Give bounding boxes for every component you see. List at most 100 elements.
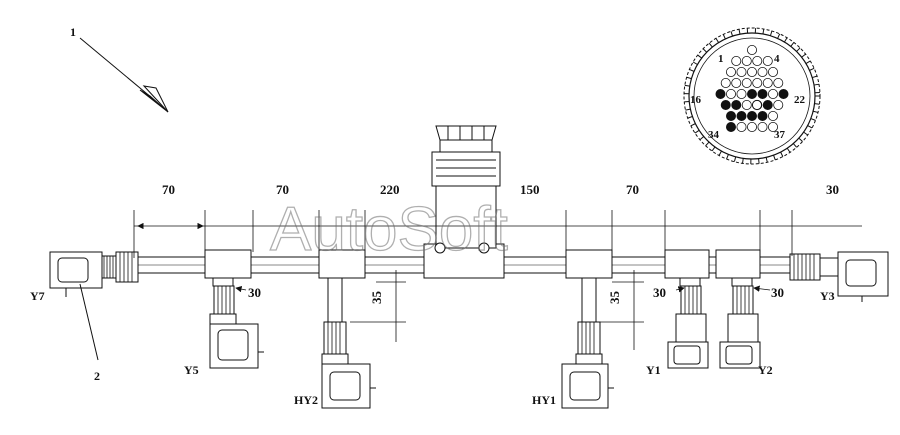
label-y3: Y3 bbox=[820, 289, 835, 303]
connector-pin bbox=[726, 89, 737, 100]
knurl-tick bbox=[765, 157, 768, 163]
connector-pin bbox=[768, 111, 779, 122]
connector-pin bbox=[768, 122, 779, 133]
connector-pin bbox=[757, 89, 768, 100]
label-y1: Y1 bbox=[646, 363, 661, 377]
dim-70-c: 70 bbox=[626, 182, 639, 197]
connector-pin bbox=[752, 78, 763, 89]
dim-70-b: 70 bbox=[276, 182, 289, 197]
connector-pin bbox=[731, 78, 742, 89]
knurl-tick bbox=[690, 123, 696, 127]
vertical-dimension-labels: 35 35 bbox=[369, 291, 622, 305]
connector-pin bbox=[741, 100, 752, 111]
connector-pin bbox=[726, 122, 737, 133]
knurl-tick bbox=[801, 53, 806, 58]
knurl-tick bbox=[810, 118, 816, 121]
label-y2: Y2 bbox=[758, 363, 773, 377]
connector-pin bbox=[747, 67, 758, 78]
pin-label-37: 37 bbox=[774, 129, 786, 141]
label-hy1: HY1 bbox=[532, 393, 556, 407]
connector-pin bbox=[726, 111, 737, 122]
pin-label-34: 34 bbox=[708, 129, 720, 141]
valve-hy1: HY1 bbox=[532, 277, 614, 409]
knurl-tick bbox=[777, 33, 781, 39]
knurl-tick bbox=[738, 29, 741, 35]
connector-pin bbox=[757, 111, 768, 122]
connector-pin bbox=[736, 89, 747, 100]
knurl-tick bbox=[689, 68, 695, 72]
knurl-tick bbox=[718, 150, 722, 156]
connector-pins bbox=[684, 28, 820, 164]
knurl-tick bbox=[798, 137, 803, 142]
knurl-tick bbox=[814, 103, 820, 105]
knurl-tick bbox=[786, 147, 791, 153]
valve-y2: Y2 bbox=[719, 277, 773, 377]
pin-label-4: 4 bbox=[774, 53, 780, 65]
dim-30-y2: 30 bbox=[771, 285, 784, 300]
knurl-tick bbox=[762, 28, 765, 35]
knurl-tick bbox=[702, 48, 708, 53]
connector-pin bbox=[741, 78, 752, 89]
knurl-tick bbox=[796, 47, 801, 52]
knurl-tick bbox=[715, 38, 720, 43]
label-y5: Y5 bbox=[184, 363, 199, 377]
connector-pin bbox=[720, 78, 731, 89]
knurl-tick bbox=[699, 136, 705, 141]
connector-pin bbox=[747, 122, 758, 133]
callout-2-label: 2 bbox=[94, 369, 100, 383]
connector-pin bbox=[736, 111, 747, 122]
pin-label-16: 16 bbox=[690, 94, 702, 106]
knurl-tick bbox=[780, 151, 784, 157]
pin-label-22: 22 bbox=[794, 94, 806, 106]
knurl-tick bbox=[805, 60, 811, 64]
connector-pin bbox=[762, 56, 773, 67]
knurl-tick bbox=[711, 146, 716, 152]
dim-30-y1: 30 bbox=[653, 285, 666, 300]
dim-30-top: 30 bbox=[826, 182, 839, 197]
knurl-tick bbox=[685, 108, 691, 111]
valve-y3: Y3 bbox=[789, 251, 889, 303]
connector-pin bbox=[773, 78, 784, 89]
knurl-tick bbox=[730, 31, 734, 37]
connector-pin bbox=[757, 122, 768, 133]
knurl-tick bbox=[769, 30, 773, 36]
knurl-tick bbox=[687, 116, 693, 119]
knurl-tick bbox=[809, 67, 815, 71]
dim-35-right: 35 bbox=[607, 291, 622, 305]
ground-pin bbox=[751, 99, 763, 111]
valve-hy2: HY2 bbox=[294, 277, 376, 409]
dim-30-y5: 30 bbox=[248, 285, 261, 300]
callout-1: 1 bbox=[70, 25, 169, 113]
knurl-tick bbox=[684, 84, 690, 87]
knurl-tick bbox=[697, 54, 702, 59]
callout-2: 2 bbox=[79, 283, 100, 383]
knurl-tick bbox=[705, 141, 710, 147]
dim-220: 220 bbox=[380, 182, 400, 197]
connector-pin bbox=[741, 56, 752, 67]
connector-face: 1 4 16 22 34 37 bbox=[683, 27, 821, 165]
connector-pin bbox=[731, 56, 742, 67]
knurl-tick bbox=[790, 42, 795, 47]
connector-pin bbox=[747, 45, 758, 56]
knurl-tick bbox=[692, 61, 698, 65]
small-dimensions bbox=[235, 285, 771, 293]
knurl-tick bbox=[812, 75, 818, 79]
callout-1-label: 1 bbox=[70, 25, 76, 39]
connector-pin bbox=[773, 100, 784, 111]
knurl-tick bbox=[813, 110, 819, 113]
watermark: AutoSoft bbox=[270, 195, 508, 264]
small-dimension-labels: 30 30 30 bbox=[248, 285, 784, 300]
connector-pin bbox=[752, 56, 763, 67]
connector-pin bbox=[720, 100, 731, 111]
knurl-tick bbox=[813, 83, 820, 86]
knurl-tick bbox=[742, 158, 744, 164]
label-hy2: HY2 bbox=[294, 393, 318, 407]
knurl-tick bbox=[803, 131, 808, 136]
dim-150: 150 bbox=[520, 182, 540, 197]
connector-pin bbox=[736, 67, 747, 78]
knurl-tick bbox=[686, 76, 692, 80]
connector-pin bbox=[768, 89, 779, 100]
connector-pin bbox=[762, 78, 773, 89]
valve-y1: Y1 bbox=[646, 277, 709, 377]
